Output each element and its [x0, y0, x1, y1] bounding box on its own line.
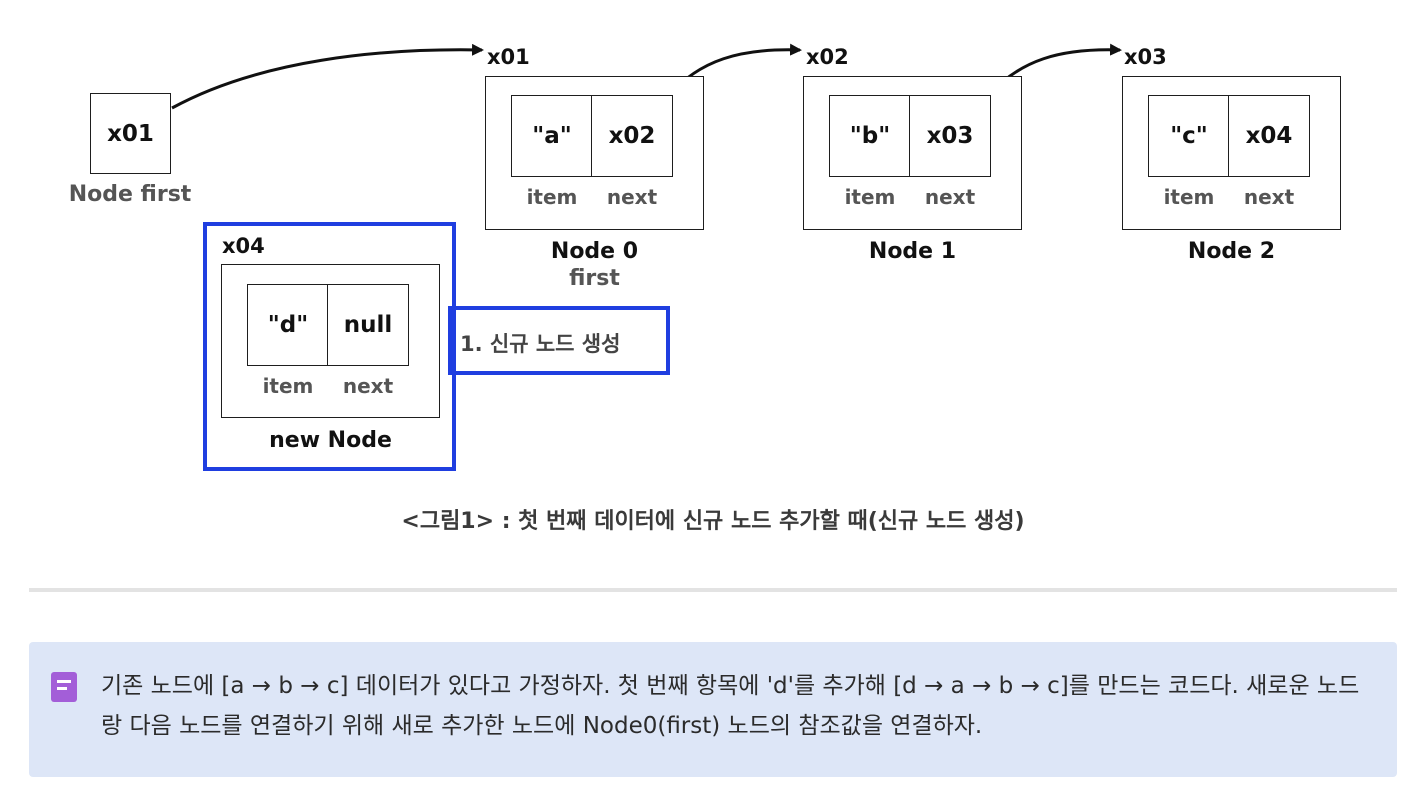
pointer-first-label: Node first	[68, 182, 192, 207]
callout-box: 기존 노드에 [a → b → c] 데이터가 있다고 가정하자. 첫 번째 항…	[29, 642, 1397, 777]
node0-sublabel: first	[569, 266, 620, 291]
node0-item-cell: "a"	[511, 95, 593, 177]
node1-item-cell: "b"	[829, 95, 911, 177]
divider	[29, 588, 1397, 592]
node2-item-cell: "c"	[1148, 95, 1230, 177]
node1-next-cell: x03	[909, 95, 991, 177]
node1-next-label: next	[924, 185, 976, 209]
node0-label: Node 0	[550, 239, 639, 264]
node0-address: x01	[487, 45, 530, 69]
new-node-address: x04	[222, 234, 265, 258]
pointer-first-box: x01	[90, 93, 171, 174]
node2-label: Node 2	[1187, 239, 1276, 264]
node0-item-label: item	[526, 185, 578, 209]
node2-next-cell: x04	[1228, 95, 1310, 177]
pointer-first-value: x01	[107, 120, 154, 147]
new-node-item-label: item	[262, 374, 314, 398]
figure-caption: <그림1> : 첫 번째 데이터에 신규 노드 추가할 때(신규 노드 생성)	[401, 509, 1025, 534]
callout-text: 기존 노드에 [a → b → c] 데이터가 있다고 가정하자. 첫 번째 항…	[101, 673, 1360, 739]
node1-address: x02	[806, 45, 849, 69]
new-node-next-label: next	[342, 374, 394, 398]
new-node-next-cell: null	[327, 284, 409, 366]
node0-next-cell: x02	[591, 95, 673, 177]
note-icon	[51, 672, 77, 702]
new-node-highlight	[203, 222, 456, 471]
step-label-box	[448, 306, 670, 375]
node2-address: x03	[1124, 45, 1167, 69]
node1-label: Node 1	[868, 239, 957, 264]
step-label: 1. 신규 노드 생성	[460, 332, 621, 356]
node2-item-label: item	[1163, 185, 1215, 209]
new-node-item-cell: "d"	[247, 284, 329, 366]
node2-next-label: next	[1243, 185, 1295, 209]
new-node-label: new Node	[269, 428, 392, 453]
node1-item-label: item	[844, 185, 896, 209]
node0-next-label: next	[606, 185, 658, 209]
arrow-first-to-node0	[171, 43, 484, 110]
